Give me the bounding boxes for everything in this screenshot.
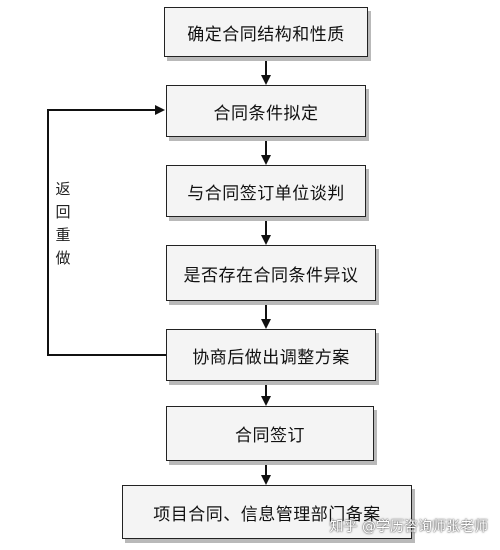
- step-6-box: 合同签订: [166, 406, 374, 461]
- step-2-box: 合同条件拟定: [166, 85, 366, 137]
- step-3-box: 与合同签订单位谈判: [166, 165, 366, 217]
- step-4-box: 是否存在合同条件异议: [166, 245, 376, 301]
- loop-label-char: 返: [55, 180, 71, 198]
- step-1-box: 确定合同结构和性质: [164, 7, 368, 57]
- loop-back-label: 返 回 重 做: [53, 178, 73, 270]
- watermark: 知乎 @学历咨询师张老师: [329, 519, 488, 535]
- loop-label-char: 重: [55, 226, 71, 244]
- loop-label-char: 做: [55, 249, 71, 267]
- step-7-box: 项目合同、信息管理部门备案: [122, 485, 412, 539]
- step-5-box: 协商后做出调整方案: [166, 329, 376, 381]
- loop-back-arrow: [47, 105, 166, 356]
- loop-label-char: 回: [55, 203, 71, 221]
